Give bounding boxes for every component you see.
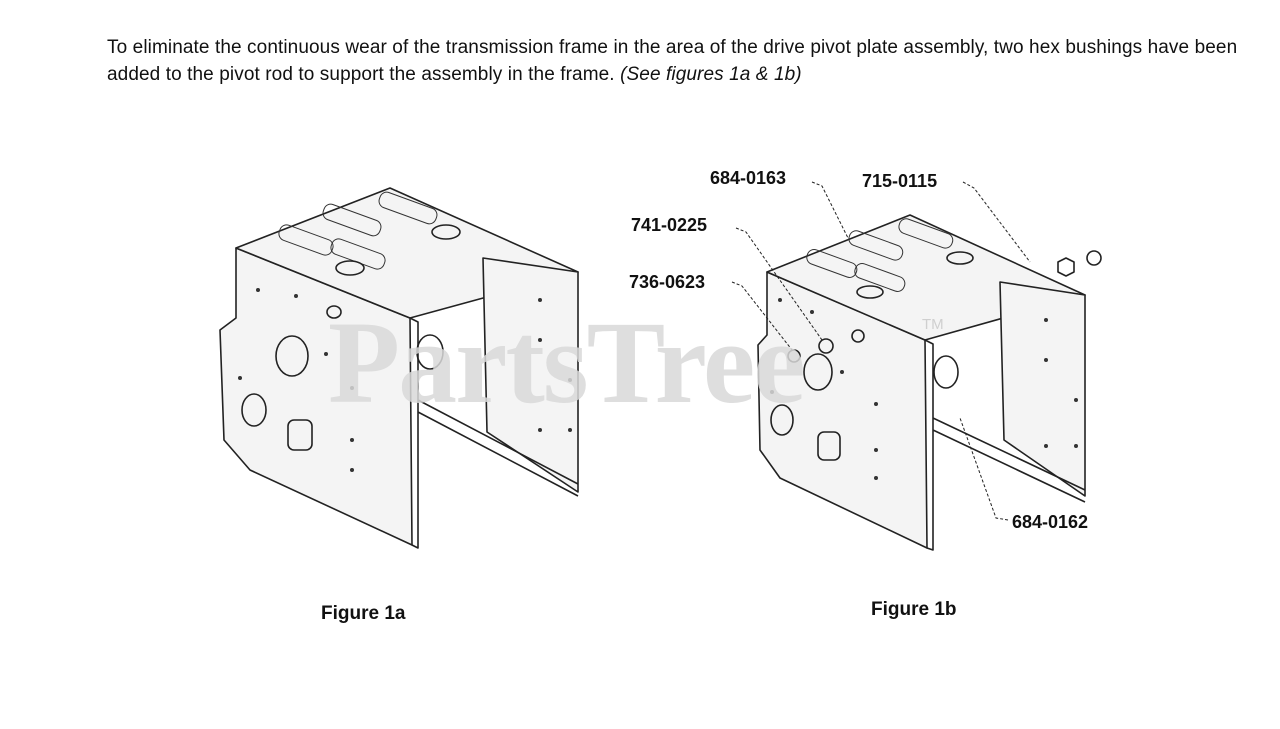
fig1a-right-side-plate bbox=[482, 257, 579, 493]
fig1b-hole-flange bbox=[933, 355, 959, 389]
fig1a-hole-large bbox=[275, 335, 309, 377]
fig1b-left-side-plate bbox=[757, 271, 928, 549]
fig1b-top-slot-2 bbox=[898, 218, 954, 249]
fig1b-top-boss-2 bbox=[856, 285, 884, 299]
part-label-684-0162: 684-0162 bbox=[1012, 512, 1089, 532]
instruction-paragraph: To eliminate the continuous wear of the … bbox=[107, 34, 1257, 88]
fig1a-top-boss-2 bbox=[335, 260, 365, 276]
fig1a-hole-lower bbox=[241, 393, 267, 427]
part-label-736-0623: 736-0623 bbox=[629, 272, 706, 292]
fig1b-top-slot-1 bbox=[848, 230, 904, 261]
fig1b-top-boss-1 bbox=[946, 251, 974, 265]
fig1a-top-slot-2 bbox=[378, 191, 438, 225]
fig1b-top-slot-3 bbox=[806, 249, 858, 278]
fig1b-hole-large bbox=[803, 353, 833, 391]
fig1b-hole-lower bbox=[770, 404, 794, 436]
fig1a-front-flange bbox=[409, 317, 579, 549]
leader-715-0115 bbox=[962, 181, 1031, 263]
instruction-text: To eliminate the continuous wear of the … bbox=[107, 37, 1238, 85]
fig1a-oval-hole bbox=[287, 419, 313, 451]
leader-736-0623 bbox=[731, 281, 793, 351]
part-label-684-0163: 684-0163 bbox=[710, 168, 787, 188]
figure-1a-frame bbox=[219, 187, 579, 549]
fig1b-oval-hole bbox=[817, 431, 841, 461]
fig1a-top-slot-1 bbox=[322, 203, 382, 237]
figure-reference: (See figures 1a & 1b) bbox=[620, 64, 802, 85]
fig1a-top-boss-1 bbox=[431, 224, 461, 240]
fig1b-right-side-plate bbox=[999, 281, 1086, 497]
fig1b-front-flange bbox=[924, 339, 1086, 551]
leader-684-0162 bbox=[959, 417, 1009, 521]
fig1a-left-side-plate bbox=[219, 247, 413, 546]
figure-1a-caption: Figure 1a bbox=[321, 603, 406, 624]
fig1b-washer-736-0623 bbox=[787, 349, 801, 363]
fig1b-washer-outer bbox=[1086, 250, 1102, 266]
fig1b-bushing-741-0225 bbox=[818, 338, 834, 354]
figure-1b-caption: Figure 1b bbox=[871, 599, 957, 620]
part-label-741-0225: 741-0225 bbox=[631, 215, 708, 235]
fig1b-hex-nut bbox=[1057, 257, 1075, 277]
fig1a-top-slot-3 bbox=[278, 224, 334, 256]
fig1b-top-slot-4 bbox=[854, 263, 906, 292]
fig1b-pivot-boss bbox=[851, 329, 865, 343]
leader-lines bbox=[731, 181, 1031, 521]
leader-684-0163 bbox=[811, 181, 849, 239]
leader-741-0225 bbox=[735, 227, 823, 341]
watermark-tm: TM bbox=[922, 316, 944, 333]
part-label-715-0115: 715-0115 bbox=[862, 171, 938, 191]
fig1a-hole-flange bbox=[416, 334, 444, 370]
fig1a-pivot-bushing bbox=[326, 305, 342, 319]
figure-1b-frame bbox=[757, 214, 1102, 551]
